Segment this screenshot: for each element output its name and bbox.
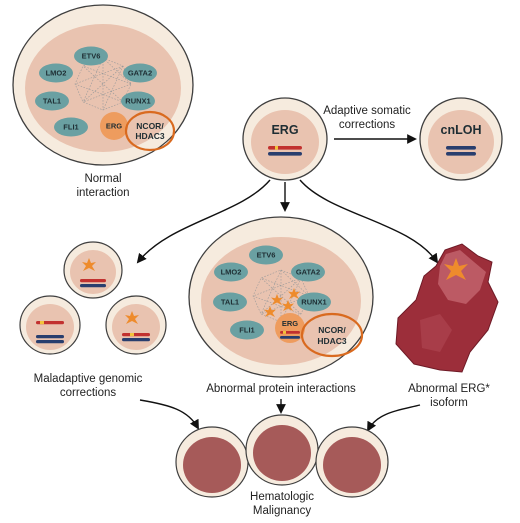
gata2-label: GATA2: [296, 268, 320, 277]
etv6-label: ETV6: [82, 52, 101, 61]
mutation-burst-icon: [125, 311, 139, 324]
lmo2-oval: [39, 63, 73, 83]
malignant-cell-center: [245, 414, 319, 486]
tal1-label: TAL1: [43, 97, 61, 106]
maladaptive-cell-top: [63, 241, 123, 299]
malignant-cell-left: [175, 426, 249, 498]
cnloh-label: cnLOH: [441, 123, 482, 137]
etv6-oval: [74, 46, 108, 66]
normal-caption-line1: Normal: [84, 173, 121, 185]
normal-caption-line2: interaction: [76, 187, 129, 199]
tal1-oval: [35, 91, 69, 111]
maladaptive-caption-line1: Maladaptive genomic: [34, 373, 143, 385]
mutation-burst-icon: [82, 258, 96, 271]
tal1-label: TAL1: [221, 298, 239, 307]
cnloh-cell: cnLOH: [419, 97, 503, 181]
arrow-to-isoform: [299, 179, 439, 264]
runx1-label: RUNX1: [301, 298, 326, 307]
abnormal-interaction-caption: Abnormal protein interactions: [206, 383, 356, 395]
mutation-burst-icon: [264, 288, 300, 317]
arrow-maladaptive-to-malignancy: [139, 399, 199, 430]
arrow-isoform-to-malignancy: [367, 404, 421, 432]
maladaptive-cell-left: [19, 295, 81, 355]
erg-protein: [100, 112, 128, 140]
gata2-label: GATA2: [128, 69, 152, 78]
normal-cell: ETV6 GATA2 LMO2 TAL1 RUNX1 FLI1 ERG NCOR…: [12, 4, 194, 166]
isoform-caption-line2: isoform: [430, 397, 468, 409]
lmo2-oval: [214, 262, 248, 282]
hdac3-label: HDAC3: [135, 131, 165, 141]
mutation-burst-icon: [444, 258, 468, 280]
isoform-caption-line1: Abnormal ERG*: [408, 383, 490, 395]
runx1-label: RUNX1: [125, 97, 150, 106]
somatic-label-line2: corrections: [339, 119, 395, 131]
runx1-oval: [121, 91, 155, 111]
lmo2-label: LMO2: [221, 268, 242, 277]
erg-cell: ERG: [242, 97, 328, 181]
ncor-label: NCOR/: [318, 325, 346, 335]
erg-protein: [275, 313, 305, 343]
somatic-label-line1: Adaptive somatic: [323, 105, 411, 117]
erg-cell-label: ERG: [271, 123, 298, 137]
fli1-label: FLI1: [239, 326, 254, 335]
fli1-oval: [54, 117, 88, 137]
ncor-label: NCOR/: [136, 121, 164, 131]
tal1-oval: [213, 292, 247, 312]
ncor-hdac3-complex: [300, 312, 364, 358]
malignancy-caption-line1: Hematologic: [250, 491, 314, 503]
abnormal-isoform-cell: [395, 243, 499, 373]
arrow-to-maladaptive: [136, 179, 271, 264]
maladaptive-cell-right: [105, 295, 167, 355]
etv6-label: ETV6: [257, 251, 276, 260]
hdac3-label: HDAC3: [317, 336, 347, 346]
maladaptive-caption-line2: corrections: [60, 387, 116, 399]
etv6-oval: [249, 245, 283, 265]
chromosome-pair: [268, 146, 302, 156]
gata2-oval: [123, 63, 157, 83]
malignant-cell-right: [315, 426, 389, 498]
lmo2-label: LMO2: [46, 69, 67, 78]
runx1-oval: [297, 292, 331, 312]
gata2-oval: [291, 262, 325, 282]
erg-protein-label: ERG: [282, 319, 298, 328]
ncor-hdac3-complex: [124, 110, 176, 152]
abnormal-interaction-cell: ETV6 GATA2 LMO2 TAL1 RUNX1 FLI1 ERG NCOR…: [188, 216, 374, 378]
fli1-label: FLI1: [63, 123, 78, 132]
erg-protein-label: ERG: [106, 122, 122, 131]
malignancy-caption-line2: Malignancy: [253, 505, 311, 517]
fli1-oval: [230, 320, 264, 340]
